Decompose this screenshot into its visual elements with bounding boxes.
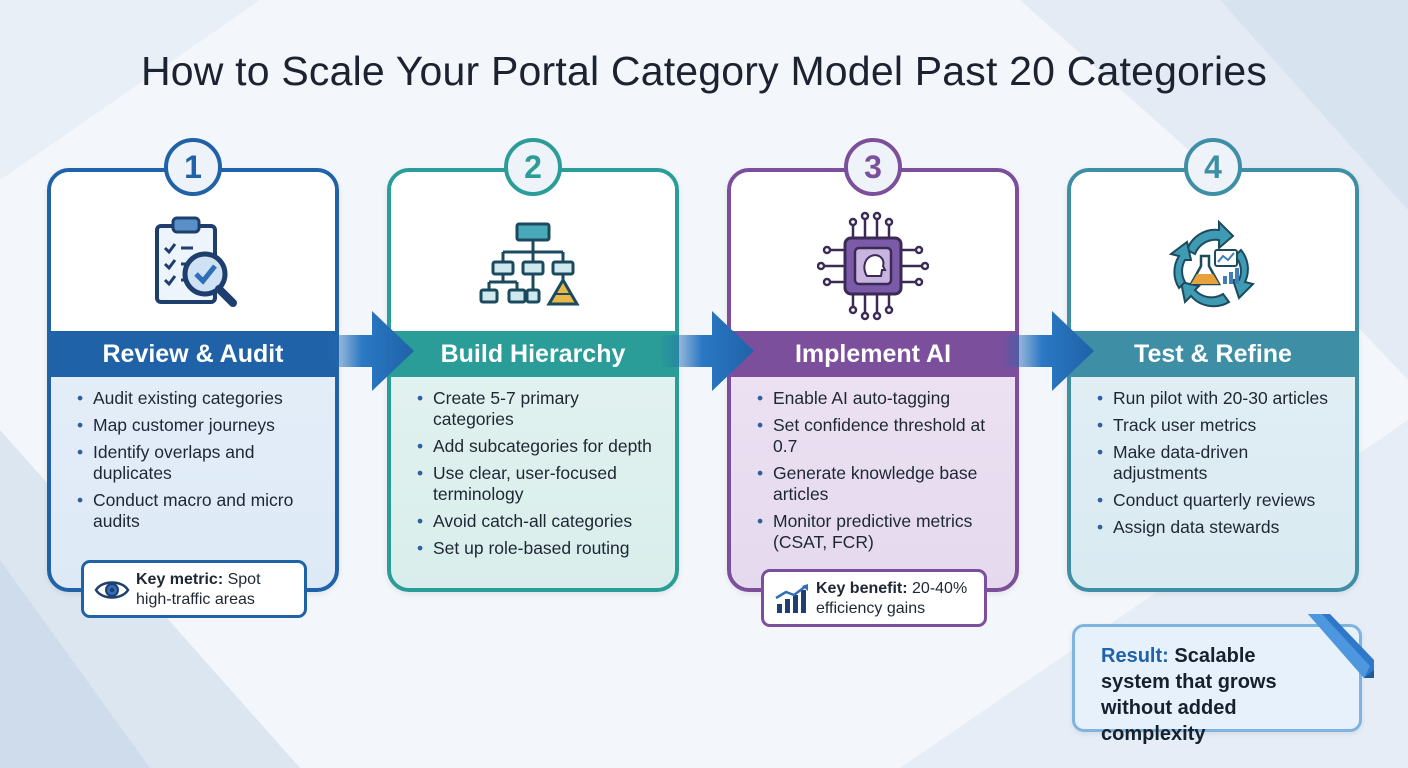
list-item: Set confidence threshold at 0.7: [757, 415, 1001, 457]
card-heading: Implement AI: [731, 331, 1015, 377]
list-item: Create 5-7 primary categories: [417, 388, 661, 430]
step-number-badge: 3: [844, 138, 902, 196]
step-number-badge: 4: [1184, 138, 1242, 196]
hierarchy-tree-icon: [479, 222, 580, 306]
ribbon-corner-icon: [1308, 614, 1374, 678]
step-card-test-refine: Test & Refine Run pilot with 20-30 artic…: [1067, 168, 1359, 592]
list-item: Conduct quarterly reviews: [1097, 490, 1341, 511]
result-text: Scalable system that grows without added…: [1101, 645, 1277, 745]
list-item: Use clear, user-focused terminology: [417, 463, 661, 505]
clipboard-magnifier-icon: [155, 216, 237, 307]
card-item-list: Enable AI auto-tagging Set confidence th…: [757, 388, 1001, 559]
card-heading: Build Hierarchy: [391, 331, 675, 377]
card-item-list: Create 5-7 primary categories Add subcat…: [417, 388, 661, 565]
step-card-review-audit: Review & Audit Audit existing categories…: [47, 168, 339, 592]
step-card-build-hierarchy: Build Hierarchy Create 5-7 primary categ…: [387, 168, 679, 592]
callout-label: Key benefit:: [816, 580, 908, 597]
list-item: Audit existing categories: [77, 388, 321, 409]
result-label: Result:: [1101, 645, 1169, 667]
cycle-flask-icon: [1168, 219, 1255, 308]
list-item: Run pilot with 20-30 articles: [1097, 388, 1341, 409]
list-item: Make data-driven adjustments: [1097, 442, 1341, 484]
ai-chip-icon: [817, 211, 929, 321]
list-item: Add subcategories for depth: [417, 436, 661, 457]
list-item: Monitor predictive metrics (CSAT, FCR): [757, 511, 1001, 553]
growth-chart-icon: [775, 584, 808, 613]
list-item: Assign data stewards: [1097, 517, 1341, 538]
card-heading: Review & Audit: [51, 331, 335, 377]
flow-arrow-icon: [320, 311, 414, 391]
list-item: Conduct macro and micro audits: [77, 490, 321, 532]
callout-text: 20-40% efficiency gains: [816, 580, 968, 617]
list-item: Track user metrics: [1097, 415, 1341, 436]
step-number-badge: 2: [504, 138, 562, 196]
card-item-list: Run pilot with 20-30 articles Track user…: [1097, 388, 1341, 544]
key-benefit-callout: Key benefit: 20-40% efficiency gains: [761, 569, 987, 627]
list-item: Enable AI auto-tagging: [757, 388, 1001, 409]
result-box: Result: Scalable system that grows witho…: [1072, 624, 1362, 745]
card-item-list: Audit existing categories Map customer j…: [77, 388, 321, 538]
list-item: Identify overlaps and duplicates: [77, 442, 321, 484]
list-item: Avoid catch-all categories: [417, 511, 661, 532]
flow-arrow-icon: [660, 311, 754, 391]
key-metric-callout: Key metric: Spot high-traffic areas: [81, 560, 307, 618]
page-title: How to Scale Your Portal Category Model …: [140, 48, 1268, 94]
list-item: Map customer journeys: [77, 415, 321, 436]
flow-arrow-icon: [1000, 311, 1094, 391]
step-number-badge: 1: [164, 138, 222, 196]
step-card-implement-ai: Implement AI Enable AI auto-tagging Set …: [727, 168, 1019, 592]
callout-label: Key metric:: [136, 571, 224, 588]
list-item: Set up role-based routing: [417, 538, 661, 559]
callout-text: Spot high-traffic areas: [136, 571, 261, 608]
eye-icon: [94, 581, 130, 599]
list-item: Generate knowledge base articles: [757, 463, 1001, 505]
card-heading: Test & Refine: [1071, 331, 1355, 377]
